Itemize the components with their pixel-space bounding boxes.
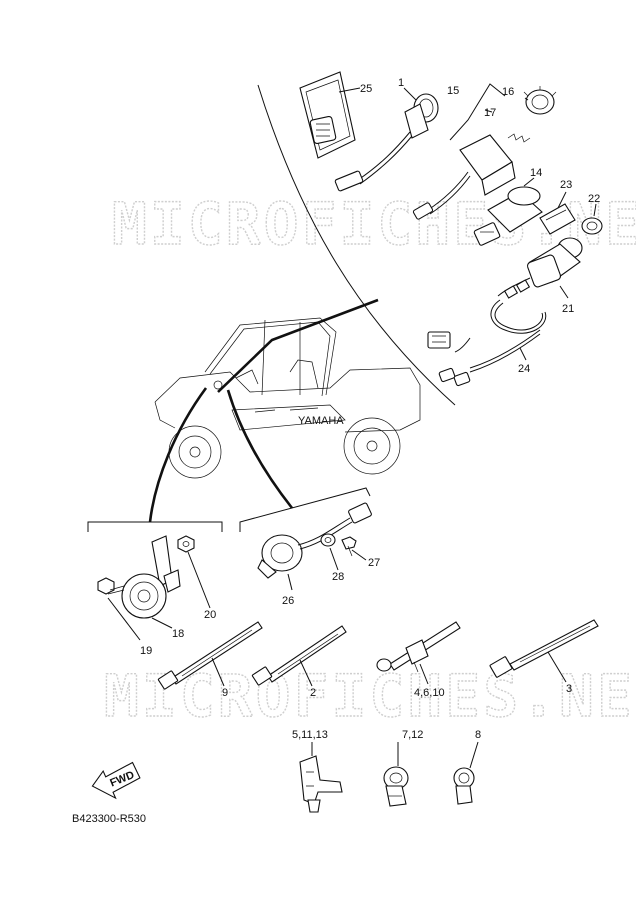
callout-25: 25 [360, 83, 372, 95]
part-24-wire-harness[interactable] [427, 299, 547, 387]
callout-27: 27 [368, 557, 380, 569]
callout-7-12: 7,12 [402, 729, 423, 741]
leader-to-sensor-section [226, 389, 294, 509]
callout-15: 15 [447, 85, 459, 97]
vehicle-illustration: YAMAHA [154, 317, 421, 479]
part-16-knob[interactable] [523, 86, 557, 115]
part-27-screw[interactable] [341, 536, 357, 557]
callout-9: 9 [222, 687, 228, 699]
section-divider-curve [257, 84, 456, 406]
callout-22: 22 [588, 193, 600, 205]
part-21-key-switch[interactable] [497, 237, 583, 299]
fwd-arrow-icon: FWD [91, 761, 141, 800]
callout-21: 21 [562, 303, 574, 315]
part-17-spring[interactable] [507, 133, 531, 143]
part-4-6-10-clamp-tie[interactable] [376, 621, 461, 673]
callout-16: 16 [502, 86, 514, 98]
part-8-clip[interactable] [453, 767, 475, 805]
callout-17: 17 [484, 107, 496, 119]
part-18-horn[interactable] [121, 535, 181, 619]
part-5-11-13-clip[interactable] [299, 755, 343, 813]
part-28-grommet[interactable] [320, 533, 336, 547]
part-19-bolt[interactable] [97, 577, 125, 595]
part-20-nut[interactable] [177, 535, 195, 553]
part-3-cable-tie[interactable] [489, 619, 599, 678]
leader-to-horn-section [148, 387, 208, 523]
part-7-12-clip[interactable] [383, 766, 409, 807]
callout-18: 18 [172, 628, 184, 640]
part-22-nut[interactable] [581, 217, 603, 235]
part-9-cable-tie[interactable] [157, 621, 263, 690]
callout-24: 24 [518, 363, 530, 375]
diagram-code: B423300-R530 [72, 813, 146, 825]
part-23-plate[interactable] [539, 203, 576, 235]
bracket-sensor [239, 487, 371, 532]
part-26-sensor[interactable] [257, 502, 372, 579]
bracket-horn [87, 521, 223, 532]
part-14-switch[interactable] [473, 186, 543, 246]
part-1-main-switch[interactable] [334, 93, 439, 192]
leader-to-switch-section [217, 298, 379, 393]
callout-1: 1 [398, 77, 404, 89]
callout-5-11-13: 5,11,13 [292, 729, 328, 741]
callout-8: 8 [475, 729, 481, 741]
callout-23: 23 [560, 179, 572, 191]
part-2-cable-tie[interactable] [251, 625, 347, 686]
callout-20: 20 [204, 609, 216, 621]
callout-19: 19 [140, 645, 152, 657]
svg-text:YAMAHA: YAMAHA [298, 415, 344, 427]
callout-3: 3 [566, 683, 572, 695]
part-15-switch-housing[interactable] [412, 134, 516, 220]
part-25-bracket[interactable] [299, 71, 356, 159]
callout-2: 2 [310, 687, 316, 699]
callout-4-6-10: 4,6,10 [414, 687, 445, 699]
callout-28: 28 [332, 571, 344, 583]
callout-14: 14 [530, 167, 542, 179]
callout-26: 26 [282, 595, 294, 607]
